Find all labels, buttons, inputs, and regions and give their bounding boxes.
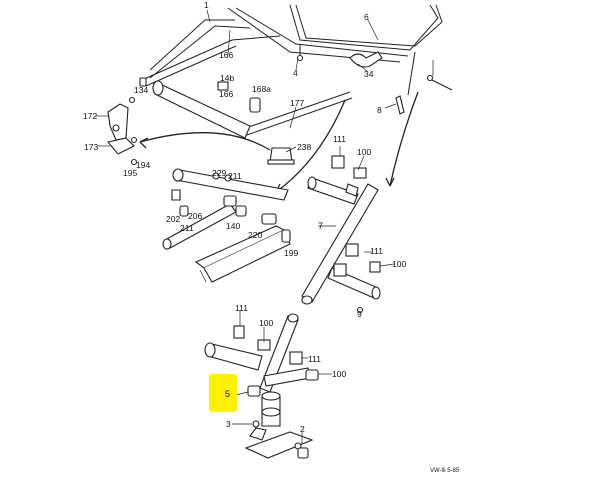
footer-code: VW-lli 5-85	[430, 468, 460, 474]
callout-173: 173	[84, 142, 98, 152]
callout-172: 172	[83, 111, 97, 121]
callout-220: 220	[248, 230, 262, 240]
callout-140: 140	[226, 221, 240, 231]
callout-7: 7	[318, 221, 323, 231]
callout-4: 4	[293, 68, 298, 78]
callout-211-lower: 211	[180, 223, 194, 233]
side-rails	[139, 35, 419, 193]
callout-5: 5	[225, 389, 230, 399]
callout-195: 195	[123, 168, 137, 178]
callout-166-mid: 166	[219, 89, 233, 99]
callout-194: 194	[136, 160, 150, 170]
callout-2: 2	[300, 424, 305, 434]
callout-166-top: 166	[219, 50, 233, 60]
callout-8-top: 8	[377, 105, 382, 115]
callout-134: 134	[134, 85, 148, 95]
callout-229: 229	[212, 168, 226, 178]
callout-14b: 14b	[220, 73, 234, 83]
callout-111-bottom: 111	[308, 354, 321, 364]
callout-202: 202	[166, 214, 180, 224]
callout-9: 9	[357, 309, 362, 319]
rubber-mount-238	[267, 147, 295, 165]
lower-bar-assembly	[204, 313, 319, 459]
callout-6: 6	[364, 12, 369, 22]
highlight-marker	[209, 374, 237, 412]
callout-211: 211	[228, 171, 242, 181]
side-bar-7	[301, 155, 381, 314]
callout-199: 199	[284, 248, 298, 258]
callout-111-mid: 111	[370, 246, 383, 256]
callout-100-mid: 100	[392, 259, 406, 269]
callout-1: 1	[204, 0, 209, 10]
leader-lines	[95, 9, 434, 444]
lower-frame-left	[162, 168, 291, 283]
callout-3: 3	[226, 419, 231, 429]
callout-111-lower: 111	[235, 303, 248, 313]
callout-100-lower: 100	[259, 318, 273, 328]
top-frame-assembly	[149, 4, 453, 115]
callout-34: 34	[364, 69, 374, 79]
callout-177: 177	[290, 98, 304, 108]
callout-labels: 1 6 166 4 34 8 134 14b 166 168a 172 177 …	[83, 0, 406, 434]
callout-100-bottom: 100	[332, 369, 346, 379]
callout-111-upper: 111	[333, 134, 346, 144]
callout-168a: 168a	[252, 84, 271, 94]
hinge-bracket-left	[106, 96, 138, 166]
crossbar-166	[152, 80, 261, 139]
callout-238: 238	[297, 142, 311, 152]
callout-206: 206	[188, 211, 202, 221]
callout-100-upper: 100	[357, 147, 371, 157]
